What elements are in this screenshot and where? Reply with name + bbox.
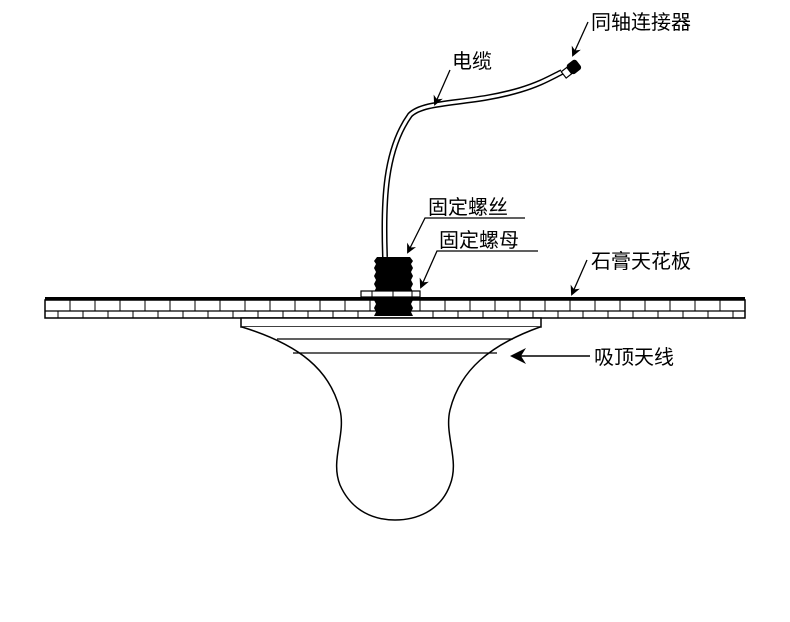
fixing-bolt (374, 257, 413, 316)
ceiling-tiles-upper-row (69, 300, 721, 311)
label-cable: 电缆 (452, 49, 492, 73)
ceiling-tiles-lower-row (57, 311, 734, 318)
cable (381, 69, 564, 258)
cable-inner (382, 70, 563, 258)
label-fixing-nut: 固定螺母 (439, 228, 519, 252)
leader-lines (407, 21, 590, 364)
label-ceiling-antenna: 吸顶天线 (594, 345, 674, 369)
label-coax-connector: 同轴连接器 (591, 10, 691, 34)
arrow-coax-connector (571, 21, 589, 57)
arrow-fixing-nut (419, 250, 538, 289)
bolt-body (374, 257, 413, 316)
connector-ring (560, 66, 573, 79)
fixing-nut (360, 290, 421, 298)
connector-body (566, 59, 582, 75)
arrow-fixing-bolt (407, 217, 525, 254)
nut-washer (360, 290, 421, 298)
antenna-dome (241, 326, 541, 521)
arrow-cable (433, 69, 451, 106)
label-fixing-bolt: 固定螺丝 (428, 195, 508, 219)
label-gypsum-ceiling: 石膏天花板 (591, 249, 691, 273)
ceiling-antenna (240, 317, 542, 521)
coax-connector (560, 59, 582, 79)
arrow-gypsum-ceiling (570, 259, 588, 296)
antenna-base-plate (240, 317, 542, 328)
